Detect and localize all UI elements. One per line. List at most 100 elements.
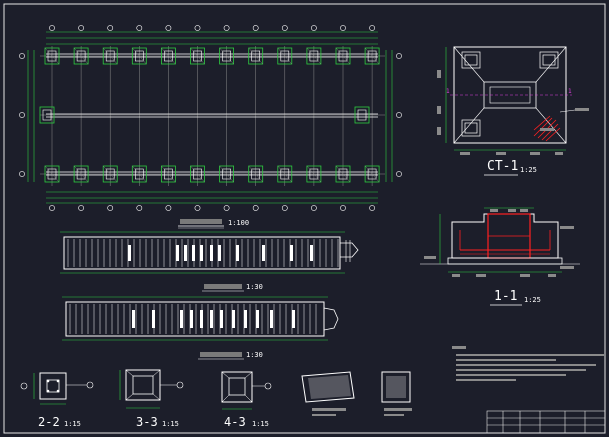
grid-bubble-top xyxy=(252,25,259,31)
dense-stirrup-zone xyxy=(210,245,213,261)
beam2-scale: 1:30 xyxy=(246,351,263,359)
pedestal xyxy=(135,50,144,62)
grid-bubble-right xyxy=(396,171,402,177)
grid-bubble-right xyxy=(396,112,402,118)
grid-bubble-bottom xyxy=(252,205,259,211)
dense-stirrup-zone xyxy=(220,310,223,328)
section-3-3 xyxy=(119,369,184,409)
footing-diagonal xyxy=(219,47,234,65)
grid-bubble-bottom xyxy=(281,205,288,211)
footing xyxy=(277,165,293,183)
ground-beam-elevation-1 xyxy=(60,231,359,274)
footing-diagonal xyxy=(103,47,118,65)
footing-diagonal xyxy=(364,165,380,183)
dense-stirrup-zone xyxy=(256,310,259,328)
footing-diagonal xyxy=(190,165,205,183)
pedestal xyxy=(76,168,86,180)
grid-bubble-bottom xyxy=(78,205,84,211)
beam1-outline xyxy=(63,236,341,270)
dense-stirrup-zone xyxy=(292,310,295,328)
plan-grid-lines xyxy=(40,46,385,186)
footing xyxy=(248,47,264,65)
end-footing-left xyxy=(39,106,55,124)
grid-bubble-top xyxy=(107,25,114,31)
pedestal xyxy=(76,50,86,62)
beam1-scale: 1:30 xyxy=(246,283,263,291)
grid-bubble-bottom xyxy=(49,205,55,211)
footing xyxy=(248,165,264,183)
grid-bubble-right xyxy=(396,53,402,59)
pedestal xyxy=(367,50,377,62)
grid-bubble-top xyxy=(78,25,84,31)
dense-stirrup-zone xyxy=(310,245,313,261)
end-pedestal-right xyxy=(357,109,367,121)
pedestal xyxy=(338,168,348,180)
s11-cap-outline xyxy=(451,213,559,259)
footing xyxy=(190,47,205,65)
footing-diagonal xyxy=(103,165,118,183)
pedestal xyxy=(105,50,115,62)
end-footing-right xyxy=(354,106,370,124)
pedestal xyxy=(47,50,57,62)
grid-bubble-bottom xyxy=(223,205,230,211)
plan-grid-bubbles xyxy=(19,25,402,211)
pedestal xyxy=(222,168,231,180)
grid-bubble-bottom xyxy=(194,205,201,211)
grid-bubble-left xyxy=(19,171,25,177)
pedestal xyxy=(251,168,260,180)
beam1-stirrups xyxy=(67,239,339,267)
footing-diagonal xyxy=(132,47,147,65)
footing-diagonal xyxy=(306,47,322,65)
dense-stirrup-zone xyxy=(236,245,239,261)
section-4-3-label: 4-3 xyxy=(224,415,246,429)
ground-beam-elevation-2 xyxy=(62,296,339,341)
section-2-2-label: 2-2 xyxy=(38,415,60,429)
section-1-1 xyxy=(420,207,580,277)
footing-diagonal xyxy=(335,47,351,65)
plan-title: 1:100 xyxy=(178,219,249,229)
footing xyxy=(73,47,89,65)
footing xyxy=(219,165,235,183)
grid-bubble-left xyxy=(19,112,25,118)
footing-diagonal xyxy=(364,47,380,65)
dense-stirrup-zone xyxy=(152,310,155,328)
footing xyxy=(102,165,118,183)
pedestal xyxy=(47,168,57,180)
pedestal xyxy=(164,168,173,180)
hatched-detail-1 xyxy=(301,371,355,416)
section-3-3-scale: 1:15 xyxy=(162,420,179,428)
footing-diagonal xyxy=(44,165,60,183)
grid-bubble-top xyxy=(369,25,375,31)
footing xyxy=(44,165,60,183)
hatched-detail-2 xyxy=(381,371,412,416)
grid-bubble-top xyxy=(165,25,172,31)
grid-bubble-top xyxy=(223,25,230,31)
section-2-2-scale: 1:15 xyxy=(64,420,81,428)
footing-diagonal xyxy=(44,47,60,65)
dense-stirrup-zone xyxy=(200,310,203,328)
footing-diagonal xyxy=(277,47,292,65)
pedestal xyxy=(193,168,202,180)
pedestal xyxy=(193,50,202,62)
grid-bubble-bottom xyxy=(340,205,346,211)
beam2-title: 1:30 xyxy=(202,283,263,292)
grid-bubble-bottom xyxy=(136,205,143,211)
footing xyxy=(219,47,235,65)
grid-bubble-bottom xyxy=(165,205,172,211)
dense-stirrup-zone xyxy=(210,310,213,328)
plan-top-dimensions xyxy=(46,31,378,45)
dense-stirrup-zone xyxy=(232,310,235,328)
dense-stirrup-zone xyxy=(184,245,187,261)
title-block xyxy=(486,410,606,434)
pedestal xyxy=(222,50,231,62)
ct1-scale: 1:25 xyxy=(520,166,537,174)
pedestal xyxy=(164,50,173,62)
grid-bubble-top xyxy=(310,25,317,31)
plan-footings xyxy=(44,47,380,183)
pedestal xyxy=(338,50,348,62)
pedestal xyxy=(309,168,319,180)
footing-diagonal xyxy=(219,165,234,183)
grid-bubble-top xyxy=(340,25,346,31)
